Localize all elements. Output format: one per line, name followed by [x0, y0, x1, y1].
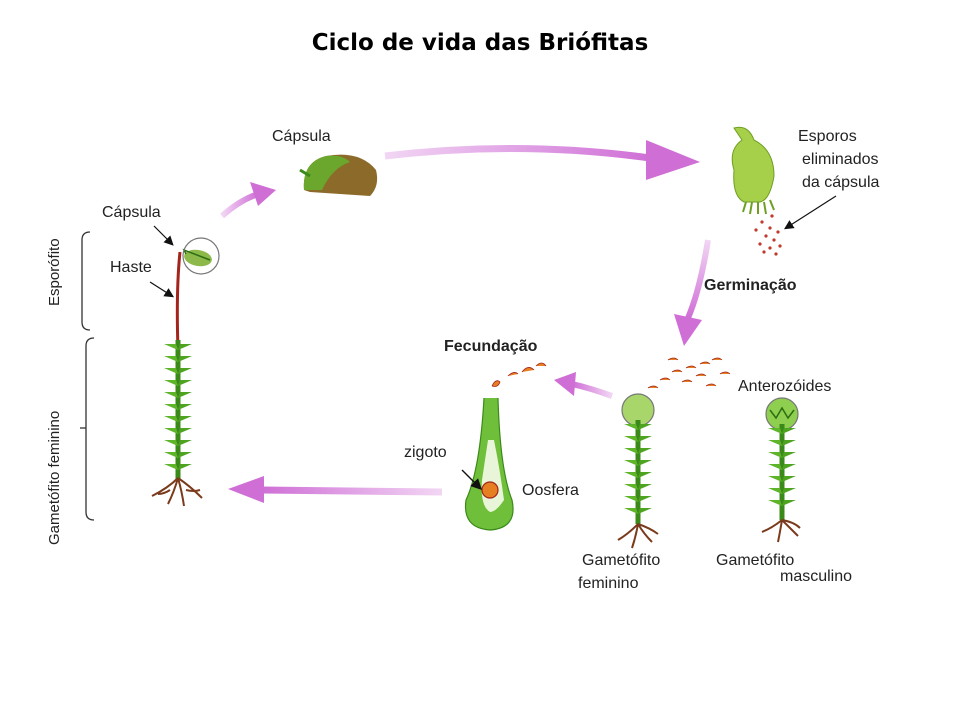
fecundacao-label: Fecundação — [444, 338, 538, 355]
antherozoids-illustration — [647, 357, 731, 389]
arrow-zygote-to-gametophyte — [228, 476, 443, 503]
brace-gametofito — [80, 337, 95, 521]
gametofito-feminino-label-1: Gametófito — [582, 552, 661, 569]
page-title: Ciclo de vida das Briófitas — [311, 30, 649, 56]
capsule-top-label: Cápsula — [272, 128, 331, 145]
esporofito-side-label: Esporófito — [46, 238, 63, 306]
archegonium-illustration — [461, 362, 547, 531]
arrow-capsule-to-spores — [384, 140, 700, 180]
gametofito-masculino-label-2: masculino — [780, 568, 853, 585]
mature-moss-plant — [151, 237, 220, 507]
oosfera-label: Oosfera — [522, 482, 579, 499]
haste-label: Haste — [110, 259, 152, 276]
gametofito-feminino-label-2: feminino — [578, 575, 639, 592]
esporos-label: Esporos — [798, 128, 857, 145]
capsule-releasing-spores — [731, 126, 837, 256]
capsula-pointer — [153, 225, 174, 246]
female-gametophyte-illustration — [617, 393, 659, 549]
anterozoides-label: Anterozóides — [738, 378, 832, 395]
arrow-sporophyte-to-capsule — [220, 182, 276, 219]
brace-esporofito — [81, 231, 91, 331]
arrow-germination — [674, 239, 711, 346]
germinacao-label: Germinação — [704, 277, 797, 294]
da-capsula-label: da cápsula — [802, 174, 880, 191]
capsule-label: Cápsula — [102, 204, 161, 221]
gametofito-feminino-side-label: Gametófito feminino — [46, 410, 63, 545]
arrow-to-fecundation — [554, 372, 614, 399]
haste-pointer — [149, 281, 175, 298]
male-gametophyte-illustration — [761, 397, 801, 543]
zigoto-label: zigoto — [404, 444, 447, 461]
eliminados-label: eliminados — [802, 151, 879, 168]
capsule-illustration — [299, 154, 378, 196]
gametofito-masculino-label-1: Gametófito — [716, 552, 795, 569]
